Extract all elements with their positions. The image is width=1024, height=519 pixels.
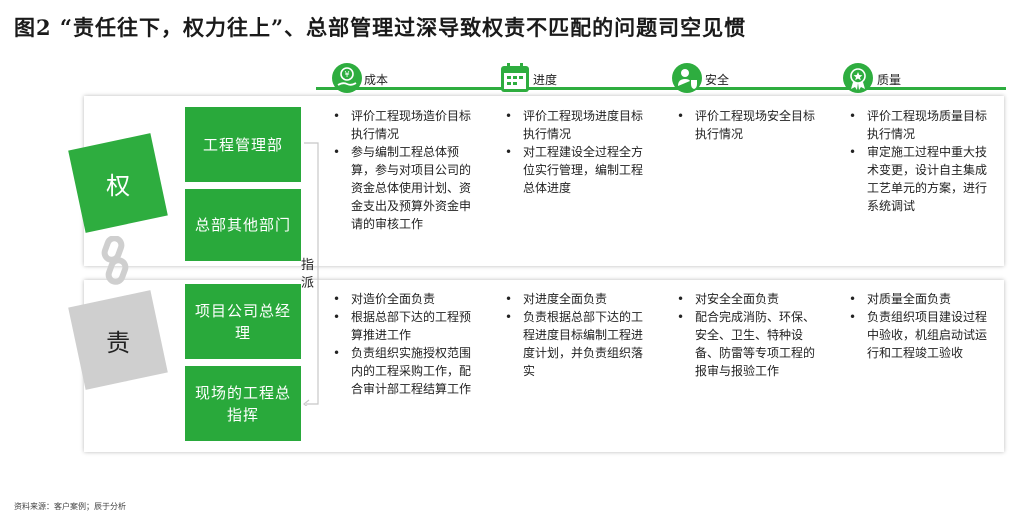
list-item: 对安全全面负责 <box>675 290 823 308</box>
money-hand-icon: ¥ <box>332 63 362 93</box>
safety-person-icon <box>672 63 702 93</box>
authority-schedule-column: 评价工程现场进度目标执行情况 对工程建设全过程全方位实行管理，编制工程总体进度 <box>503 107 651 197</box>
responsibility-label: 责 <box>68 290 168 390</box>
quality-medal-icon <box>843 63 873 93</box>
assign-arrow <box>303 142 319 406</box>
list-item: 评价工程现场进度目标执行情况 <box>503 107 651 143</box>
chain-link-icon <box>101 236 129 285</box>
calendar-icon <box>501 63 529 92</box>
list-item: 对质量全面负责 <box>847 290 995 308</box>
list-item: 对进度全面负责 <box>503 290 651 308</box>
authority-label: 权 <box>68 133 168 233</box>
list-item: 评价工程现场安全目标执行情况 <box>675 107 823 143</box>
responsibility-safety-column: 对安全全面负责 配合完成消防、环保、安全、卫生、特种设备、防雷等专项工程的报审与… <box>675 290 823 380</box>
svg-text:¥: ¥ <box>344 70 349 79</box>
list-item: 对工程建设全过程全方位实行管理，编制工程总体进度 <box>503 143 651 197</box>
list-item: 对造价全面负责 <box>331 290 479 308</box>
category-label-schedule: 进度 <box>533 73 558 87</box>
category-label-cost: 成本 <box>364 73 389 87</box>
authority-cost-column: 评价工程现场造价目标执行情况 参与编制工程总体预算，参与对项目公司的资金总体使用… <box>331 107 479 233</box>
list-item: 评价工程现场质量目标执行情况 <box>847 107 995 143</box>
list-item: 根据总部下达的工程预算推进工作 <box>331 308 479 344</box>
list-item: 负责组织实施授权范围内的工程采购工作，配合审计部工程结算工作 <box>331 344 479 398</box>
authority-safety-column: 评价工程现场安全目标执行情况 <box>675 107 823 143</box>
list-item: 负责组织项目建设过程中验收，机组启动试运行和工程竣工验收 <box>847 308 995 362</box>
list-item: 参与编制工程总体预算，参与对项目公司的资金总体使用计划、资金支出及预算外资金申请… <box>331 143 479 233</box>
category-label-safety: 安全 <box>705 73 730 87</box>
list-item: 审定施工过程中重大技术变更，设计自主集成工艺单元的方案，进行系统调试 <box>847 143 995 215</box>
engineering-management-dept-box: 工程管理部 <box>185 107 301 182</box>
other-hq-departments-box: 总部其他部门 <box>185 189 301 261</box>
page-title: 图2 “责任往下，权力往上”、总部管理过深导致权责不匹配的问题司空见惯 <box>14 15 747 40</box>
source-footnote: 资料来源：客户案例；辰于分析 <box>14 502 126 511</box>
responsibility-schedule-column: 对进度全面负责 负责根据总部下达的工程进度目标编制工程进度计划，并负责组织落实 <box>503 290 651 380</box>
authority-quality-column: 评价工程现场质量目标执行情况 审定施工过程中重大技术变更，设计自主集成工艺单元的… <box>847 107 995 215</box>
responsibility-cost-column: 对造价全面负责 根据总部下达的工程预算推进工作 负责组织实施授权范围内的工程采购… <box>331 290 479 398</box>
category-label-quality: 质量 <box>877 73 902 87</box>
category-header-line <box>316 87 1006 90</box>
project-company-gm-box: 项目公司总经理 <box>185 284 301 359</box>
list-item: 配合完成消防、环保、安全、卫生、特种设备、防雷等专项工程的报审与报验工作 <box>675 308 823 380</box>
assign-label: 指派 <box>301 258 315 291</box>
responsibility-quality-column: 对质量全面负责 负责组织项目建设过程中验收，机组启动试运行和工程竣工验收 <box>847 290 995 362</box>
site-chief-commander-box: 现场的工程总指挥 <box>185 366 301 441</box>
list-item: 评价工程现场造价目标执行情况 <box>331 107 479 143</box>
list-item: 负责根据总部下达的工程进度目标编制工程进度计划，并负责组织落实 <box>503 308 651 380</box>
